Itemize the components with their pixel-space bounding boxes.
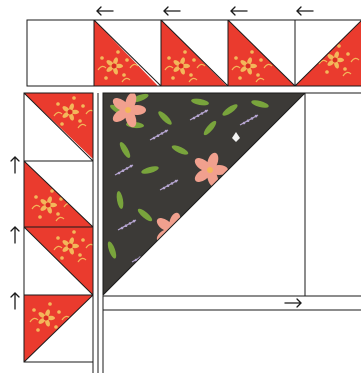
arrow-up-icon — [11, 227, 19, 243]
left-hst-1 — [24, 93, 94, 161]
arrow-right-icon — [285, 299, 301, 307]
left-hst-4 — [24, 295, 93, 362]
left-hst-3 — [24, 227, 94, 295]
top-white-square — [27, 20, 94, 86]
left-arrows — [11, 157, 19, 309]
top-arrows — [97, 7, 313, 15]
center-triangle — [103, 91, 305, 295]
top-hst-1 — [94, 20, 161, 86]
top-row — [27, 7, 361, 86]
top-hst-2 — [161, 20, 228, 86]
left-column — [11, 93, 94, 362]
arrow-up-icon — [11, 293, 19, 309]
arrow-up-icon — [11, 157, 19, 173]
top-hst-4 — [295, 20, 361, 86]
arrow-left-icon — [97, 7, 113, 15]
arrow-left-icon — [164, 7, 180, 15]
top-hst-3 — [228, 20, 295, 86]
arrow-left-icon — [297, 7, 313, 15]
arrow-left-icon — [231, 7, 247, 15]
left-hst-2 — [24, 161, 93, 227]
